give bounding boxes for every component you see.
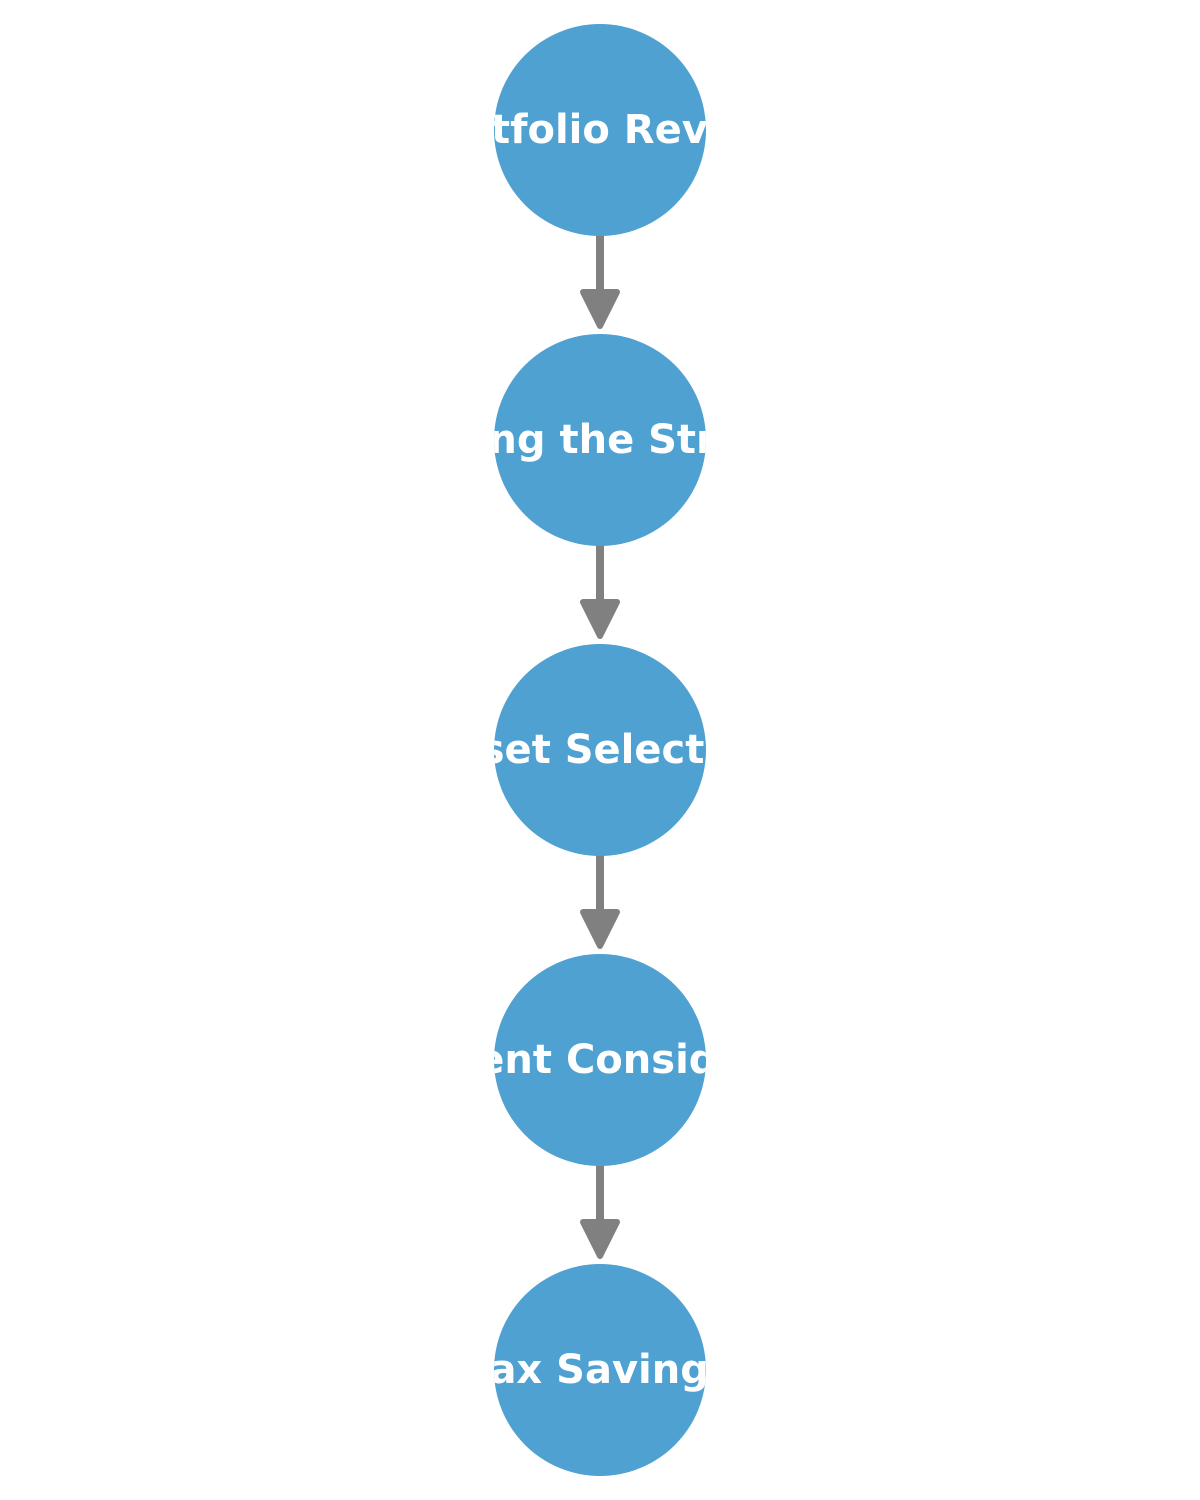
node-label: Portfolio Review: [414, 107, 785, 153]
edges-layer: [580, 232, 620, 1259]
edge-arrow: [580, 232, 620, 329]
node-1: Portfolio Review: [414, 24, 785, 236]
edge-arrow: [580, 542, 620, 639]
node-label: Tax Savings: [467, 1347, 732, 1393]
edge-arrow: [580, 1162, 620, 1259]
node-label: Investment Considerations: [296, 1037, 904, 1083]
node-circle: [494, 334, 706, 546]
node-circle: [494, 1264, 706, 1476]
node-circle: [494, 24, 706, 236]
arrowhead: [580, 909, 620, 949]
node-label: Defining the Strategy: [356, 417, 843, 463]
arrowhead: [580, 1219, 620, 1259]
node-circle: [494, 644, 706, 856]
node-3: Asset Selection: [426, 644, 774, 856]
edge-arrow: [580, 852, 620, 949]
node-circle: [494, 954, 706, 1166]
node-5: Tax Savings: [467, 1264, 732, 1476]
arrowhead: [580, 289, 620, 329]
node-4: Investment Considerations: [296, 954, 904, 1166]
node-2: Defining the Strategy: [356, 334, 843, 546]
node-label: Asset Selection: [426, 727, 774, 773]
arrowhead: [580, 599, 620, 639]
